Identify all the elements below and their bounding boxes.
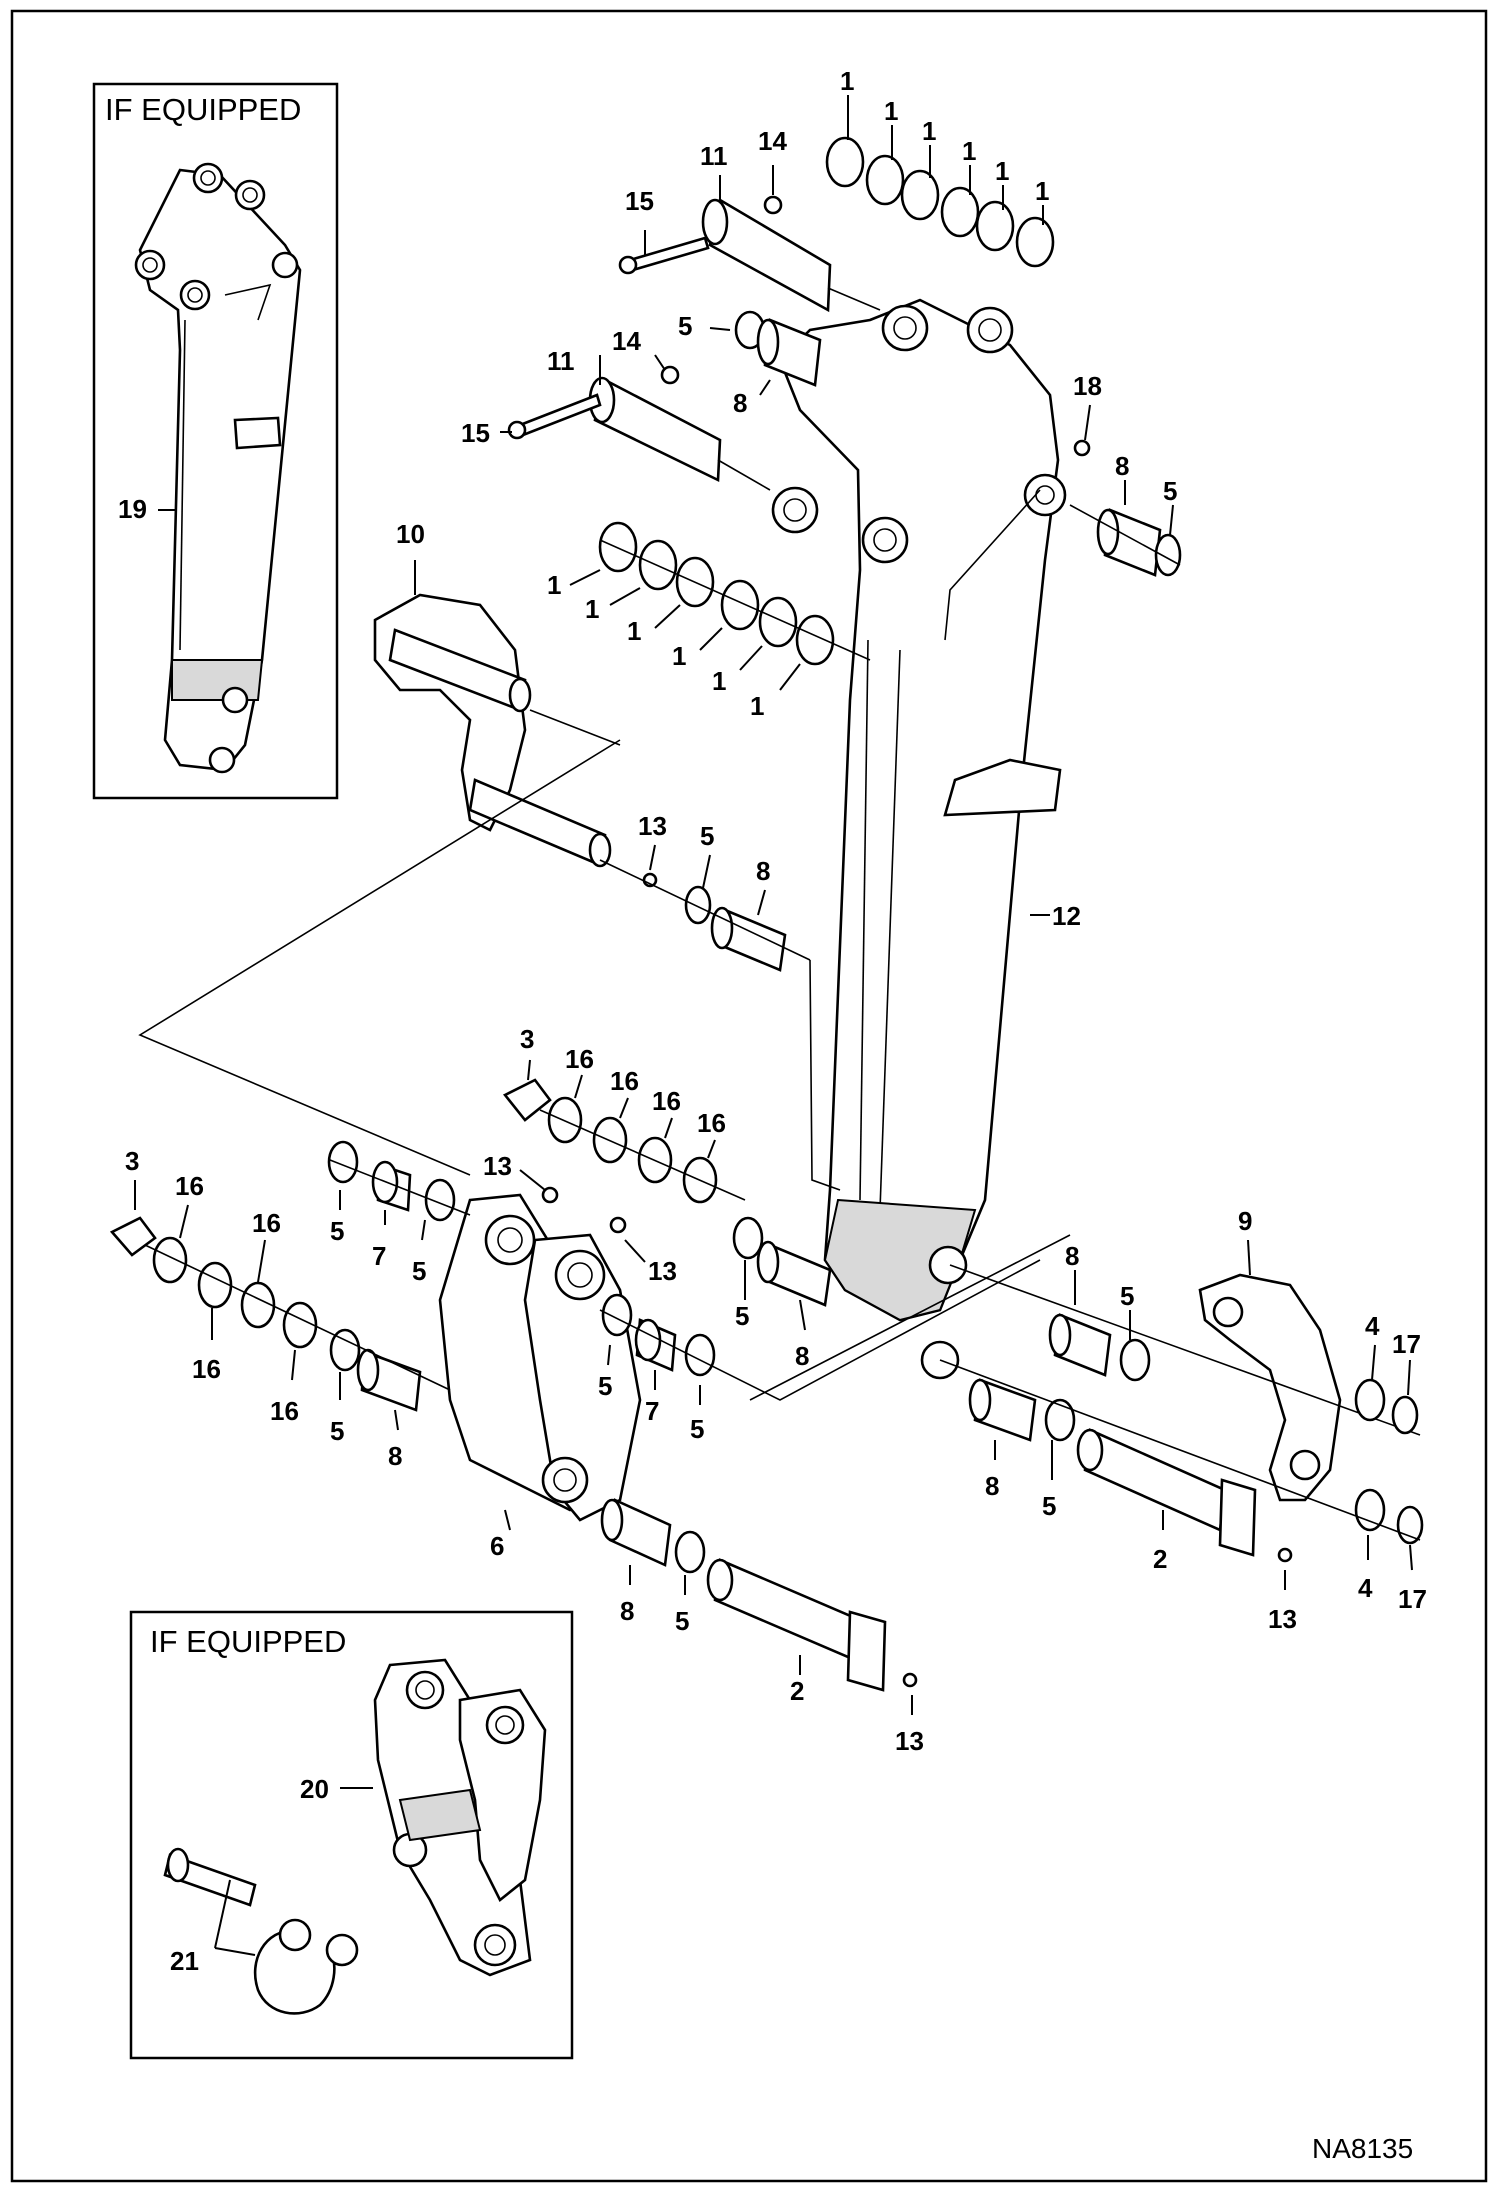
link-6-left-hardware bbox=[327, 1140, 471, 1222]
callout-15: 15 bbox=[461, 418, 490, 448]
callout-14: 14 bbox=[612, 326, 641, 356]
callout-15: 15 bbox=[625, 186, 654, 216]
callout-1: 1 bbox=[884, 96, 898, 126]
callout-5: 5 bbox=[690, 1414, 704, 1444]
callout-5: 5 bbox=[1120, 1281, 1134, 1311]
callout-13: 13 bbox=[895, 1726, 924, 1756]
callout-8: 8 bbox=[620, 1596, 634, 1626]
inset-top: IF EQUIPPED 19 bbox=[92, 82, 339, 800]
callout-1: 1 bbox=[712, 666, 726, 696]
right-pins-hardware bbox=[749, 1234, 1424, 1563]
callout-17: 17 bbox=[1392, 1329, 1421, 1359]
callout-11: 11 bbox=[547, 346, 575, 376]
callout-1: 1 bbox=[585, 594, 599, 624]
callout-5: 5 bbox=[412, 1256, 426, 1286]
arm-assembly bbox=[771, 298, 1067, 1380]
callout-1: 1 bbox=[1035, 176, 1049, 206]
link-10-bushing bbox=[599, 859, 841, 1191]
left-3-shims bbox=[109, 1216, 451, 1412]
callout-1: 1 bbox=[922, 116, 936, 146]
upper-3-shims bbox=[502, 1078, 746, 1234]
callout-16: 16 bbox=[652, 1086, 681, 1116]
callout-7: 7 bbox=[645, 1396, 659, 1426]
inset-bottom: IF EQUIPPED 20 21 bbox=[129, 1610, 574, 2060]
callout-8: 8 bbox=[756, 856, 770, 886]
assembly-path-line bbox=[138, 739, 621, 1176]
callout-13: 13 bbox=[638, 811, 667, 841]
callout-8: 8 bbox=[388, 1441, 402, 1471]
callouts-1-upper: 1 1 1 1 1 1 bbox=[840, 66, 1049, 225]
page-border bbox=[10, 9, 1488, 2183]
callout-16: 16 bbox=[270, 1396, 299, 1426]
optional-arm-drawing bbox=[134, 162, 302, 774]
callout-20: 20 bbox=[300, 1774, 329, 1804]
callout-21: 21 bbox=[170, 1946, 199, 1976]
optional-lift-eye-link-drawing bbox=[163, 1658, 547, 2015]
callout-2: 2 bbox=[790, 1676, 804, 1706]
callout-5: 5 bbox=[1163, 476, 1177, 506]
callout-5: 5 bbox=[700, 821, 714, 851]
callout-1: 1 bbox=[840, 66, 854, 96]
inset-top-label: IF EQUIPPED bbox=[105, 92, 301, 127]
callout-5: 5 bbox=[675, 1606, 689, 1636]
callout-8: 8 bbox=[795, 1341, 809, 1371]
callout-8: 8 bbox=[1065, 1241, 1079, 1271]
callout-5: 5 bbox=[678, 311, 692, 341]
inset-bottom-label: IF EQUIPPED bbox=[150, 1624, 346, 1659]
callout-1: 1 bbox=[547, 570, 561, 600]
shims-lower bbox=[598, 521, 871, 666]
shims-upper bbox=[825, 136, 1055, 268]
callout-5: 5 bbox=[735, 1301, 749, 1331]
callout-4: 4 bbox=[1358, 1573, 1373, 1603]
callout-17: 17 bbox=[1398, 1584, 1427, 1614]
callout-1: 1 bbox=[672, 641, 686, 671]
link-6-mid-hardware bbox=[599, 1259, 1041, 1401]
callout-13: 13 bbox=[483, 1151, 512, 1181]
figure-id: NA8135 bbox=[1312, 2133, 1413, 2164]
callout-16: 16 bbox=[192, 1354, 221, 1384]
callout-13: 13 bbox=[648, 1256, 677, 1286]
callout-8: 8 bbox=[733, 388, 747, 418]
callout-16: 16 bbox=[610, 1066, 639, 1096]
callout-8: 8 bbox=[1115, 451, 1129, 481]
callout-1: 1 bbox=[995, 156, 1009, 186]
link-10 bbox=[373, 593, 621, 868]
callout-18: 18 bbox=[1073, 371, 1102, 401]
callout-2: 2 bbox=[1153, 1544, 1167, 1574]
callout-8: 8 bbox=[985, 1471, 999, 1501]
callout-16: 16 bbox=[565, 1044, 594, 1074]
callout-4: 4 bbox=[1365, 1311, 1380, 1341]
callout-16: 16 bbox=[175, 1171, 204, 1201]
callout-5: 5 bbox=[330, 1416, 344, 1446]
callout-11: 11 bbox=[700, 141, 728, 171]
callout-7: 7 bbox=[372, 1241, 386, 1271]
callout-12: 12 bbox=[1052, 901, 1081, 931]
lower-pin-2 bbox=[600, 1498, 918, 1692]
lower-pin-assembly bbox=[507, 365, 771, 491]
callouts-1-lower: 1 1 1 1 1 1 bbox=[547, 569, 801, 721]
callout-3: 3 bbox=[520, 1024, 534, 1054]
link-6 bbox=[438, 1193, 642, 1522]
callout-19: 19 bbox=[118, 494, 147, 524]
link-9 bbox=[1198, 1273, 1342, 1502]
callout-1: 1 bbox=[750, 691, 764, 721]
callout-1: 1 bbox=[962, 136, 976, 166]
callout-14: 14 bbox=[758, 126, 787, 156]
callout-5: 5 bbox=[598, 1371, 612, 1401]
upper-pin-assembly bbox=[618, 195, 881, 387]
cylinder-end-bushing bbox=[1069, 439, 1182, 577]
callout-5: 5 bbox=[1042, 1491, 1056, 1521]
callout-10: 10 bbox=[396, 519, 425, 549]
callout-9: 9 bbox=[1238, 1206, 1252, 1236]
callout-16: 16 bbox=[697, 1108, 726, 1138]
callout-13: 13 bbox=[1268, 1604, 1297, 1634]
callout-16: 16 bbox=[252, 1208, 281, 1238]
callout-1: 1 bbox=[627, 616, 641, 646]
callout-6: 6 bbox=[490, 1531, 504, 1561]
callout-5: 5 bbox=[330, 1216, 344, 1246]
callout-3: 3 bbox=[125, 1146, 139, 1176]
arm-side-bushing bbox=[732, 1216, 832, 1307]
